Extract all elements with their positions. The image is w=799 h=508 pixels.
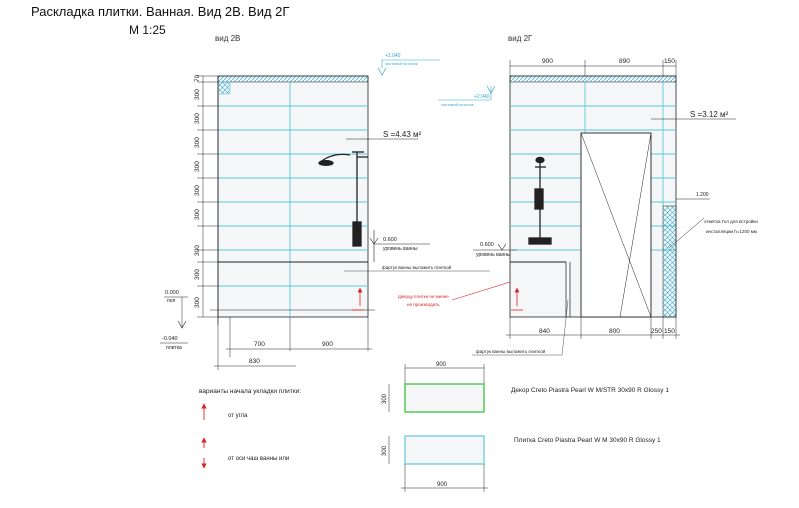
start-from-floor-label: от угла xyxy=(228,413,248,419)
dim-chain-2v-left xyxy=(197,75,218,318)
bottom-dim-label: 800 xyxy=(609,328,620,335)
bottom-dim-label: 150 xyxy=(664,328,675,335)
bottom-dims-2g xyxy=(506,317,680,339)
decor-name-label: Декор Creto Piastra Pearl W M/STR 30х90 … xyxy=(511,387,669,394)
level-note-text: чистовой потолок xyxy=(385,61,418,66)
bottom-dims-2v xyxy=(214,317,372,370)
wall-2v xyxy=(210,75,375,325)
decor-width-label: 900 xyxy=(436,362,447,368)
top-dims-2g xyxy=(509,60,677,76)
row-height-label: 300 xyxy=(194,209,201,220)
view-2g-label: вид 2Г xyxy=(508,34,533,43)
row-height-labels-2v: 70 300 300 300 300 300 300 300 300 300 xyxy=(194,74,201,308)
red-note-line: дверцу плитки не менее xyxy=(398,294,449,299)
decor-height-label: 300 xyxy=(382,393,388,404)
bath-level-2g: 0.600 уровень ванны xyxy=(473,242,517,258)
zero-mark-text: 0.000 xyxy=(165,290,179,296)
row-height-label: 300 xyxy=(194,113,201,124)
row-height-label: 300 xyxy=(194,269,201,280)
start-from-bath-label: от оси чаш ванны или xyxy=(228,456,289,462)
shower-fixture-icon xyxy=(318,151,368,247)
tile-height-label: 300 xyxy=(382,445,388,456)
decor-tile-sample xyxy=(388,364,485,413)
red-arrow-icon xyxy=(352,287,364,311)
area-label-2v: S =4.43 м² xyxy=(383,130,422,139)
level-mark-top-2g: +2.040 чистовой потолок xyxy=(438,85,496,107)
neg-note-text: плитка xyxy=(166,345,182,351)
shower-fixture-right-icon xyxy=(528,156,552,245)
view-2v-label: вид 2В xyxy=(215,34,240,43)
bottom-dim-label: 900 xyxy=(322,341,333,348)
red-note-2g: дверцу плитки не менее не производить xyxy=(398,281,523,311)
zero-level-mark-2v: 0.000 пол -0.040 плитка xyxy=(160,290,188,351)
row-height-label: 300 xyxy=(194,137,201,148)
level-mark-text: +2.040 xyxy=(385,53,401,59)
top-dim-label: 890 xyxy=(619,58,630,65)
bath-level-note: уровень ванны xyxy=(383,246,418,252)
side-mark-2g: 1.200 отметка Гкл для встройки инсталляц… xyxy=(668,192,758,249)
page-title: Раскладка плитки. Ванная. Вид 2В. Вид 2Г xyxy=(31,4,290,19)
main-tile-sample xyxy=(388,435,488,492)
level-mark-text: +2.040 xyxy=(474,94,490,100)
total-width-label: 830 xyxy=(249,358,260,365)
side-mark-text: 1.200 xyxy=(696,192,709,198)
neg-mark-text: -0.040 xyxy=(162,336,178,342)
bath-level-mark: 0.600 xyxy=(383,237,397,243)
zero-note-text: пол xyxy=(167,298,175,304)
level-mark-top-2v: +2.040 чистовой потолок xyxy=(377,53,440,76)
row-height-label: 300 xyxy=(194,161,201,172)
row-height-label: 70 xyxy=(194,74,201,82)
bath-level-2v: 0.600 уровень ванны xyxy=(369,230,430,262)
bottom-dim-label: 840 xyxy=(539,328,550,335)
tile-name-label: Плитка Creto Piastra Pearl W M 30х90 R G… xyxy=(514,437,661,444)
row-height-label: 300 xyxy=(194,185,201,196)
top-dim-label: 900 xyxy=(542,58,553,65)
side-note-line: инсталляции h=1200 мм xyxy=(706,229,757,234)
side-note-line: отметка Гкл для встройки xyxy=(704,218,758,224)
bottom-dim-label: 250 xyxy=(651,328,662,335)
bath-level-note: уровень ванны xyxy=(476,252,511,258)
bath-level-mark: 0.600 xyxy=(480,242,494,248)
red-note-line: не производить xyxy=(407,302,440,307)
area-label-2g: S =3.12 м² xyxy=(690,110,729,119)
row-height-label: 300 xyxy=(194,297,201,308)
tile-width-label: 900 xyxy=(437,482,448,488)
level-note-text: чистовой потолок xyxy=(441,102,474,107)
bottom-dim-label: 700 xyxy=(254,341,265,348)
top-dim-label: 150 xyxy=(664,58,675,65)
row-height-label: 300 xyxy=(194,245,201,256)
row-height-label: 300 xyxy=(194,89,201,100)
bath-front-note-2g: фартук ванны выложить плиткой xyxy=(476,348,546,354)
start-options-title: варианты начала укладки плитки: xyxy=(199,388,301,395)
bath-front-note-2v: фартук ванны выложить плиткой xyxy=(382,264,452,270)
scale-label: М 1:25 xyxy=(129,23,166,37)
